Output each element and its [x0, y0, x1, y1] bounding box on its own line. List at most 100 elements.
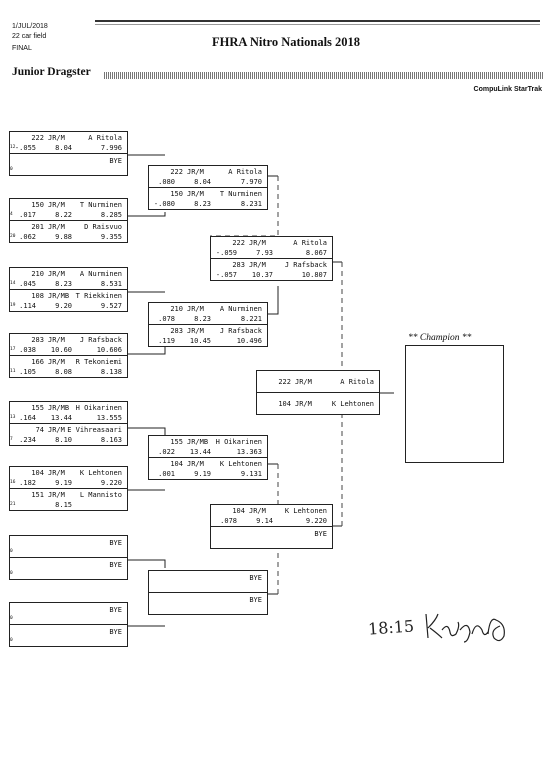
car-class: JR/M: [48, 469, 65, 477]
dial-time: 8.138: [100, 368, 122, 376]
reaction-time: -.057: [215, 271, 237, 279]
elapsed-time: 8.23: [194, 200, 211, 208]
bye-label: BYE: [249, 574, 262, 582]
dial-time: 8.285: [100, 211, 122, 219]
header-rule-top: [95, 20, 540, 22]
car-class: JR/M: [48, 358, 65, 366]
car-number: 104: [170, 460, 183, 468]
page-title: FHRA Nitro Nationals 2018: [212, 35, 361, 49]
elapsed-time: 8.22: [55, 211, 72, 219]
driver-name: K Lehtonen: [284, 507, 327, 515]
reaction-time: .022: [158, 448, 175, 456]
competitor-bottom: BYE: [149, 593, 267, 615]
bye-label: BYE: [109, 628, 122, 636]
elapsed-time: 13.44: [50, 414, 72, 422]
dial-time: 7.970: [240, 178, 262, 186]
reaction-time: .062: [19, 233, 36, 241]
car-number: 283: [232, 261, 245, 269]
car-class: JR/M: [48, 491, 65, 499]
reaction-time: .164: [19, 414, 36, 422]
lane-number: 0: [10, 549, 13, 554]
car-number: 222: [278, 378, 291, 386]
elapsed-time: 9.14: [256, 517, 273, 525]
car-class: JR/M: [48, 270, 65, 278]
champion-label: ** Champion **: [408, 333, 472, 343]
round2-match-4: BYE BYE: [148, 570, 268, 615]
driver-name: T Nurminen: [219, 190, 262, 198]
competitor-row-times: .017 8.22 8.285: [10, 210, 127, 220]
car-number: 150: [31, 201, 44, 209]
driver-name: R Tekoniemi: [75, 358, 122, 366]
lane-number: 17: [10, 347, 16, 352]
dial-time: 9.220: [100, 479, 122, 487]
elapsed-time: 8.23: [194, 315, 211, 323]
car-number: 222: [31, 134, 44, 142]
driver-name: D Raisvuo: [84, 223, 122, 231]
car-class: JR/MB: [48, 292, 70, 300]
car-class: JR/M: [48, 336, 65, 344]
event-hatch-bar: [104, 72, 544, 79]
header-round: FINAL: [12, 45, 32, 52]
car-number: 222: [232, 239, 245, 247]
car-class: JR/M: [48, 201, 65, 209]
competitor-row-car: 151 JR/M L Mannisto: [10, 490, 127, 500]
car-number: 222: [170, 168, 183, 176]
elapsed-time: 9.19: [194, 470, 211, 478]
header-field: 22 car field: [12, 33, 47, 40]
car-class: JR/M: [249, 239, 266, 247]
driver-name: K Lehtonen: [331, 400, 374, 408]
reaction-time: .017: [19, 211, 36, 219]
lane-number: 0: [10, 571, 13, 576]
reaction-time: -.080: [153, 200, 175, 208]
lane-number: 12: [10, 145, 16, 150]
reaction-time: .114: [19, 302, 36, 310]
car-number: 151: [31, 491, 44, 499]
driver-name: H Oikarinen: [75, 404, 122, 412]
car-class: JR/M: [48, 223, 65, 231]
driver-name: E Vihreasaari: [67, 426, 122, 434]
lane-number: 0: [10, 616, 13, 621]
driver-name: L Mannisto: [79, 491, 122, 499]
car-class: JR/M: [187, 305, 204, 313]
bye-label: BYE: [109, 157, 122, 165]
car-class: JR/M: [48, 426, 65, 434]
car-number: 155: [31, 404, 44, 412]
dial-time: 13.363: [236, 448, 262, 456]
driver-name: J Rafsback: [284, 261, 327, 269]
car-number: 210: [31, 270, 44, 278]
